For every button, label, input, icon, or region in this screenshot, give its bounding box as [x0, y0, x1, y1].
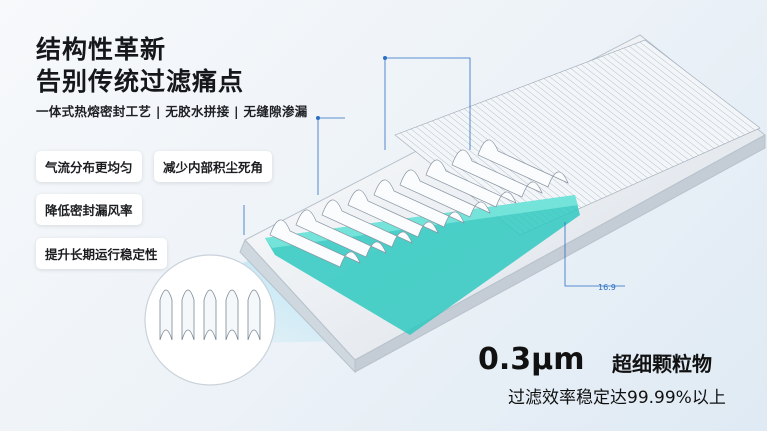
- pleat-line: [623, 47, 740, 138]
- pleat-line: [612, 51, 730, 142]
- magnified-pleat: [247, 289, 261, 341]
- pleat-line: [533, 82, 653, 177]
- subtitle: 一体式热熔密封工艺 | 无胶水拼接 | 无缝隙渗漏: [36, 104, 308, 119]
- particle-size: 0.3μm: [478, 342, 585, 377]
- magnified-pleat: [225, 289, 239, 341]
- pleat-line: [581, 64, 699, 156]
- pleat-line: [602, 55, 720, 147]
- pleat-line: [469, 106, 592, 204]
- pleat-line: [634, 43, 750, 133]
- pleat-line: [639, 41, 756, 131]
- pleat-line: [511, 90, 633, 186]
- feature-tag: 提升长期运行稳定性: [36, 238, 167, 269]
- pleat-line: [554, 74, 674, 167]
- headline-line2: 告别传统过滤痛点: [36, 67, 245, 96]
- wave-pleat: [451, 149, 543, 198]
- pleat-line: [607, 53, 725, 145]
- pleat-line: [538, 80, 659, 174]
- pleat-line: [596, 57, 715, 149]
- pleat-line: [474, 104, 597, 202]
- wave-pleat: [399, 169, 491, 218]
- pleat-line: [527, 84, 648, 179]
- pleat-line: [490, 98, 613, 195]
- magnified-pleat: [159, 289, 173, 341]
- magnifier-detail: [144, 254, 276, 386]
- pleat-line: [458, 110, 582, 208]
- feature-tag: 气流分布更均匀: [36, 151, 142, 182]
- pleat-line: [549, 76, 669, 170]
- pleat-line: [543, 78, 664, 172]
- pleat-line: [559, 72, 679, 165]
- magnified-pleat: [181, 289, 195, 341]
- wave-pleat: [347, 189, 439, 238]
- callout-line-top-h: [385, 57, 471, 150]
- dimension-label: 16.9: [598, 283, 616, 292]
- headline-line1: 结构性革新: [36, 35, 167, 64]
- pleat-line: [485, 100, 607, 197]
- pleat-line: [463, 108, 587, 206]
- pleat-line: [618, 49, 735, 140]
- wave-pleat: [295, 209, 387, 258]
- pleat-line: [495, 96, 618, 192]
- pleat-line: [479, 102, 602, 199]
- pleat-line: [506, 92, 628, 188]
- pleat-line: [591, 60, 710, 151]
- magnified-pleat: [203, 289, 217, 341]
- pleat-line: [644, 39, 761, 129]
- pleat-line: [522, 86, 643, 181]
- pleat-line: [575, 66, 694, 158]
- wave-pleat: [269, 219, 361, 268]
- wave-pleat: [373, 179, 465, 228]
- pleat-line: [586, 62, 704, 154]
- wave-pleat: [321, 199, 413, 248]
- pleat-line: [565, 70, 684, 163]
- callout-line-right: [564, 222, 625, 287]
- efficiency-text: 过滤效率稳定达99.99%以上: [508, 388, 726, 408]
- pleat-line: [517, 88, 638, 183]
- pleat-line: [501, 94, 623, 190]
- particle-label: 超细颗粒物: [612, 352, 712, 376]
- wave-pleat: [477, 139, 569, 188]
- wave-pleats: [269, 139, 569, 268]
- feature-tag: 降低密封漏风率: [36, 194, 142, 225]
- pleat-line: [628, 45, 745, 136]
- wave-pleat: [425, 159, 517, 208]
- pleat-line: [570, 68, 689, 161]
- feature-tag: 减少内部积尘死角: [154, 151, 273, 182]
